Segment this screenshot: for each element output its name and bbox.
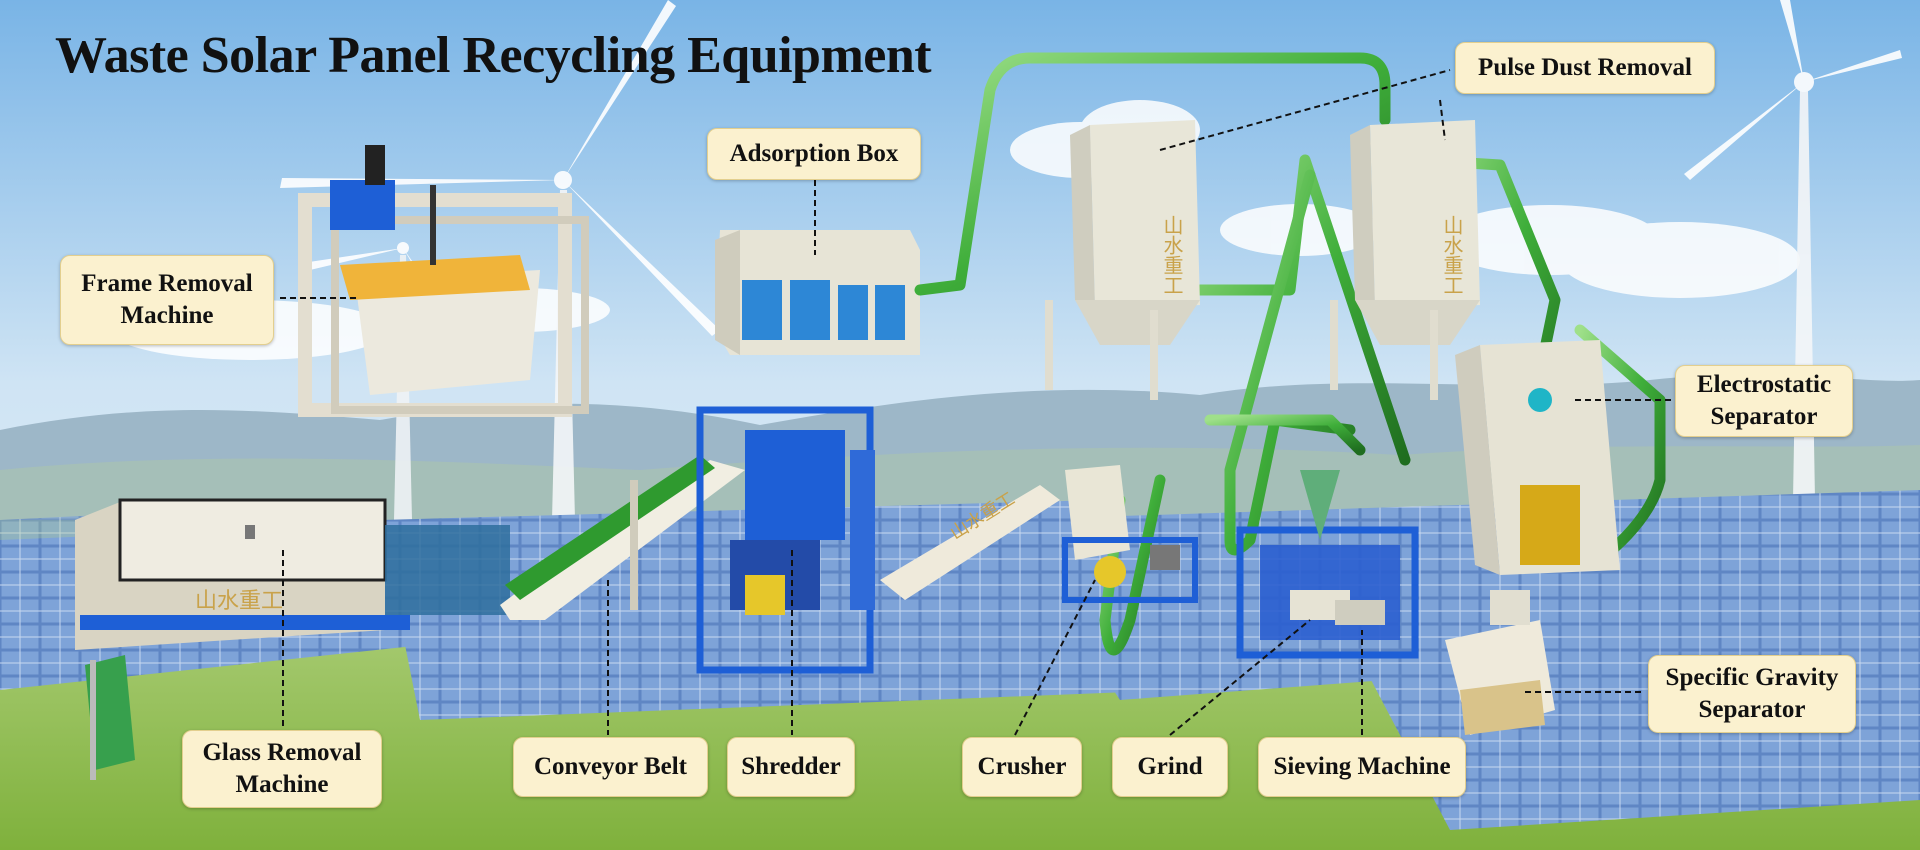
label-line: Machine bbox=[235, 771, 329, 798]
conveyor-belt bbox=[500, 455, 745, 620]
label-specific-gravity-separator: Specific Gravity Separator bbox=[1648, 655, 1856, 733]
glass-removal-machine: 山水重工 bbox=[75, 498, 510, 780]
label-pulse-dust-removal: Pulse Dust Removal bbox=[1455, 42, 1715, 94]
brand-mark-dust-2: 山水重工 bbox=[1440, 215, 1464, 295]
label-line: Frame Removal bbox=[81, 270, 253, 297]
label-text: Crusher bbox=[977, 753, 1067, 780]
crusher bbox=[1062, 465, 1198, 603]
specific-gravity-separator bbox=[1445, 590, 1555, 735]
label-line: Specific Gravity bbox=[1665, 664, 1839, 691]
label-line: Electrostatic bbox=[1696, 371, 1832, 398]
pulse-dust-removal-unit-1: 山水重工 bbox=[1045, 120, 1200, 400]
electrostatic-separator bbox=[1455, 340, 1620, 575]
label-shredder: Shredder bbox=[727, 737, 855, 797]
label-text: Pulse Dust Removal bbox=[1478, 54, 1692, 81]
label-text: Adsorption Box bbox=[729, 140, 899, 167]
brand-mark-dust-1: 山水重工 bbox=[1160, 215, 1184, 295]
label-adsorption-box: Adsorption Box bbox=[707, 128, 921, 180]
page-title: Waste Solar Panel Recycling Equipment bbox=[55, 27, 932, 84]
label-electrostatic-separator: Electrostatic Separator bbox=[1675, 365, 1853, 437]
pulse-dust-removal-unit-2: 山水重工 bbox=[1330, 120, 1480, 400]
label-grind: Grind bbox=[1112, 737, 1228, 797]
label-glass-removal-machine: Glass Removal Machine bbox=[182, 730, 382, 808]
label-sieving-machine: Sieving Machine bbox=[1258, 737, 1466, 797]
shredder bbox=[696, 406, 875, 674]
label-line: Separator bbox=[1710, 403, 1818, 430]
frame-removal-machine bbox=[298, 145, 589, 417]
label-line: Glass Removal bbox=[202, 739, 362, 766]
label-frame-removal-machine: Frame Removal Machine bbox=[60, 255, 274, 345]
label-text: Conveyor Belt bbox=[534, 753, 687, 780]
label-text: Shredder bbox=[741, 753, 841, 780]
label-line: Separator bbox=[1698, 696, 1806, 723]
label-line: Machine bbox=[120, 302, 214, 329]
adsorption-box bbox=[715, 230, 920, 355]
label-crusher: Crusher bbox=[962, 737, 1082, 797]
brand-mark-glass: 山水重工 bbox=[195, 589, 283, 614]
grind-sieving-machine bbox=[1236, 470, 1419, 659]
label-conveyor-belt: Conveyor Belt bbox=[513, 737, 708, 797]
leader-lines bbox=[280, 69, 1672, 736]
label-text: Grind bbox=[1137, 753, 1203, 780]
label-text: Sieving Machine bbox=[1273, 753, 1451, 780]
